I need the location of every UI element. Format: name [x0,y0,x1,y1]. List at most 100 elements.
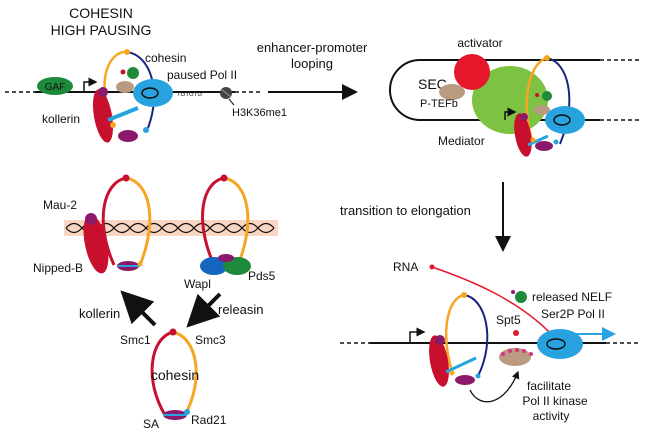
cohesin-ring-orange-3 [445,293,465,373]
smc1-ring-b [201,176,225,266]
red-dot-1 [120,69,126,75]
looping-arrow-group: enhancer-promoter looping [257,40,368,100]
blue-link-1 [107,106,139,122]
gaf-protein [37,77,73,95]
tss-arrow-1 [83,77,98,92]
cohesin-bottom-3 [455,375,475,385]
cohesin-bottom-1 [118,130,138,142]
paused-pol2-label: paused Pol II [167,68,237,82]
tss-arrow-2 [504,107,517,120]
smc1-ring-a [101,176,127,266]
wapl [200,257,228,275]
hinge-dot-2 [544,55,550,61]
blue-link-3 [445,356,477,374]
sec-label: SEC [418,76,447,92]
transition-group: transition to elongation [340,182,511,252]
h3k36-label: H3K36me1 [232,107,287,119]
hinge-dot-b [220,174,228,182]
smc3-label: Smc3 [195,333,226,347]
title-line-1: COHESIN [69,5,133,21]
smc1-label: Smc1 [120,333,151,347]
top-right-panel: activator SEC P-TEFb Mediator [389,36,640,157]
kollerin-head-2 [520,113,528,121]
cohesin-ring-navy-1 [126,51,155,129]
hinge-dot-a [122,174,130,182]
nelf-green-2 [542,91,552,101]
ser2p-label: Ser2P Pol II [541,307,605,321]
releasin-arrow [186,292,222,328]
rna-label: RNA [393,260,418,274]
pink-dot-2 [508,349,512,353]
pink-dot-3 [515,348,519,352]
activator-label: activator [457,36,502,50]
h3k36-pointer [228,98,235,106]
pds5 [223,257,251,275]
ptefb-protein [439,84,465,100]
kollerin-label-mid: kollerin [79,306,120,321]
activator [454,54,490,90]
pol2-ring-1 [141,87,159,99]
facilitate-label-3: activity [533,409,570,423]
blue-dot-1 [143,127,149,133]
kollerin-1 [92,89,114,143]
wapl-label: Wapl [184,277,211,291]
dna-loop [389,59,600,121]
mediator-label: Mediator [438,134,485,148]
kollerin-head-1 [98,87,108,97]
tan-protein-2 [534,105,550,115]
smc3-ring-c [172,330,198,416]
kinase-tan [499,348,531,366]
dna-band [64,220,278,236]
releasin-label: releasin [218,302,264,317]
ring-a-orange-dot [137,261,143,267]
kollerin-2 [514,113,532,157]
cohesin-bottom-2 [535,141,553,151]
smc1-ring-c [150,330,174,416]
hinge-dot-1 [124,49,130,55]
kollerin-head-3 [435,335,445,345]
title-line-2: HIGH PAUSING [51,22,152,38]
ring-b-bottom [218,254,234,262]
smc3-ring-a [125,176,152,266]
nipped-b-label: Nipped-B [33,261,83,275]
red-dot-2 [535,93,539,97]
pink-dot-1 [501,352,505,356]
nelf-dot [511,290,515,294]
transition-label: transition to elongation [340,203,471,218]
ser2p-pol2 [537,329,583,359]
orange-dot-3 [449,370,455,376]
bottom-right-panel: RNA released NELF Spt5 Ser2P Pol II f [340,260,640,423]
hinge-dot-c [169,328,177,336]
facilitate-label-1: facilitate [527,379,571,393]
spt5-label: Spt5 [496,313,521,327]
sa-label: SA [143,417,159,431]
blue-dot-2 [553,139,559,145]
blue-link-2 [527,134,549,147]
pink-dot-5 [529,352,533,356]
pol2-ring-2 [553,114,571,126]
nucleosome-stripe [220,88,232,98]
orange-dot-1 [110,122,116,128]
facilitate-label-2: Pol II kinase [522,394,588,408]
nelf-green-1 [127,67,139,79]
cohesin-label-bottom: cohesin [151,367,199,383]
gaf-label: GAF [45,82,66,93]
looping-label-1: enhancer-promoter [257,40,368,55]
orange-dot-2 [530,137,536,143]
top-left-panel: COHESIN HIGH PAUSING GAF cohesin [5,5,287,143]
looping-label-2: looping [291,56,333,71]
blue-dot-3 [475,373,481,379]
mau2-dot [85,213,97,225]
kollerin-3 [429,335,449,387]
rna-strand [431,266,556,339]
spt5-dot [513,330,519,336]
nipped-b [83,214,109,274]
pol2-top-right [545,106,585,134]
kollerin-arrow [120,290,157,327]
ring-c-orange-dot [184,409,190,415]
kollerin-label-top: kollerin [42,112,80,126]
motif-label: TGTGTG [177,92,202,98]
tan-protein-1 [116,81,134,93]
ptefb-label: P-TEFb [420,98,458,110]
released-nelf-label: released NELF [532,290,612,304]
